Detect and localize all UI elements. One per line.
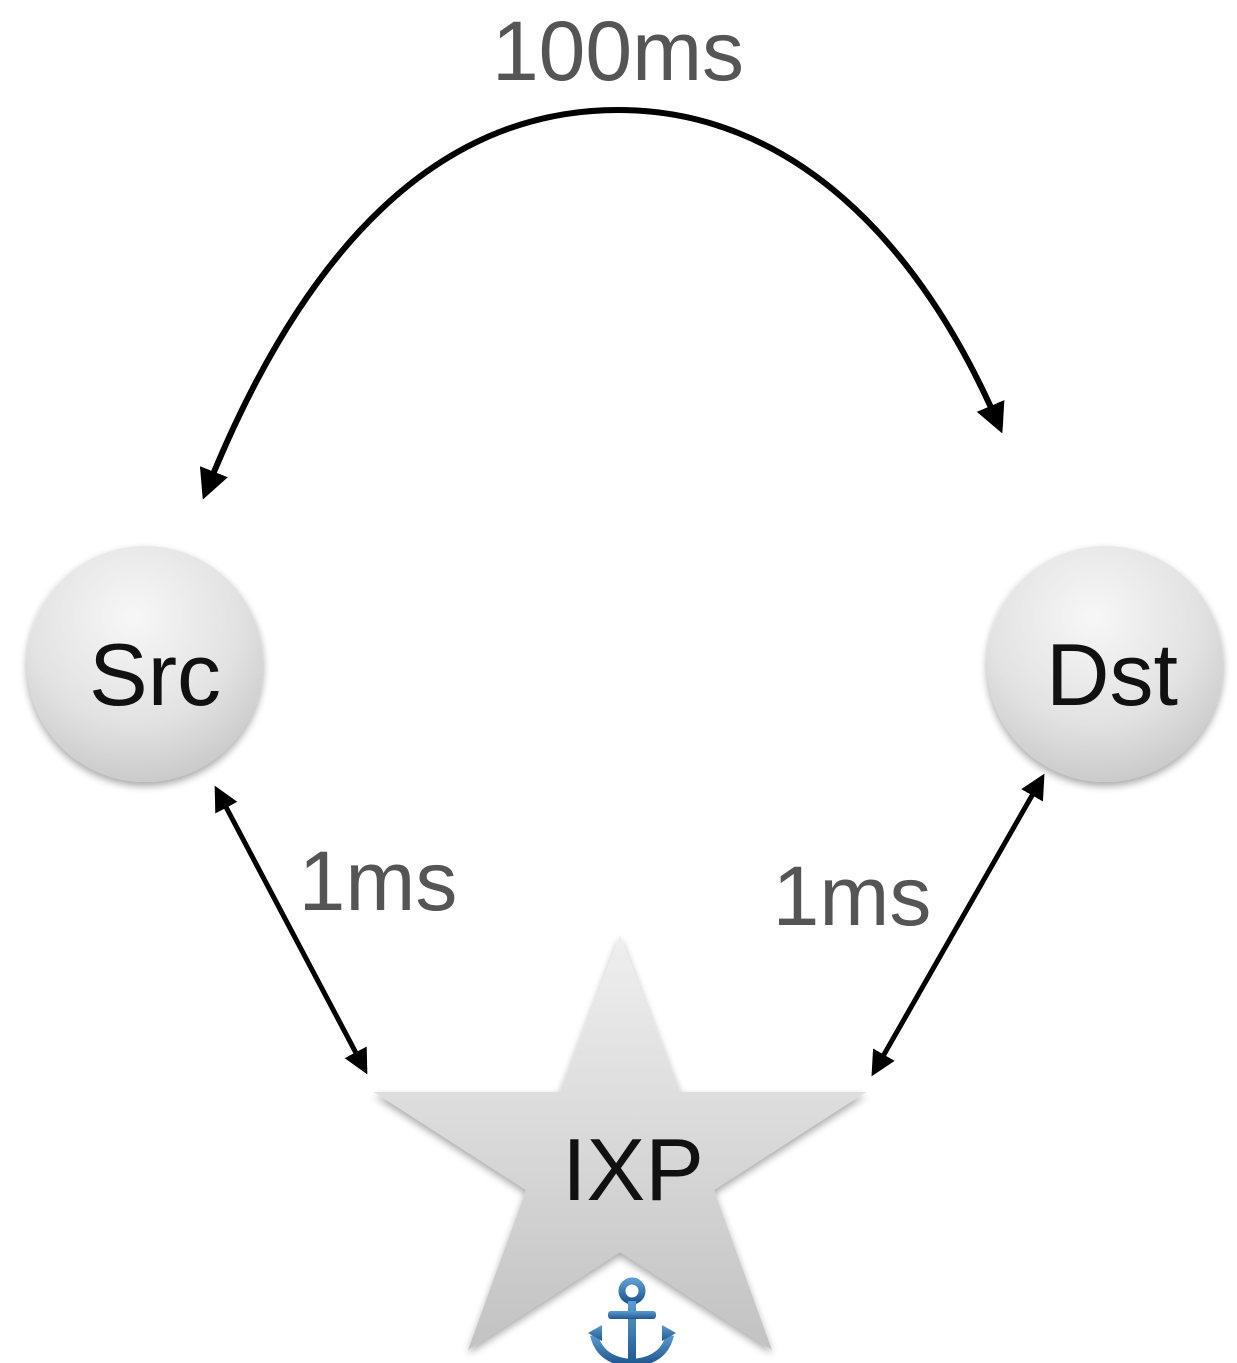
latency-label-dst-ixp: 1ms (773, 849, 932, 943)
arrow-src-ixp (214, 785, 368, 1075)
arrow-src-dst (199, 106, 1005, 500)
node-ixp-label: IXP (562, 1120, 704, 1219)
node-ixp-star (374, 935, 866, 1350)
node-src-label: Src (89, 625, 221, 724)
latency-label-src-dst: 100ms (492, 4, 744, 98)
node-dst: Dst (987, 546, 1223, 782)
node-ixp: IXP (374, 935, 866, 1363)
node-dst-label: Dst (1046, 625, 1178, 724)
link-dst-ixp: 1ms (773, 773, 1045, 1077)
anchor-icon (588, 1277, 676, 1363)
arrow-dst-ixp (871, 773, 1045, 1077)
node-src-circle (27, 546, 263, 782)
link-src-dst: 100ms (199, 4, 1005, 500)
node-src: Src (27, 546, 263, 782)
link-src-ixp: 1ms (214, 785, 458, 1075)
latency-label-src-ixp: 1ms (299, 834, 458, 928)
node-dst-circle (987, 546, 1223, 782)
